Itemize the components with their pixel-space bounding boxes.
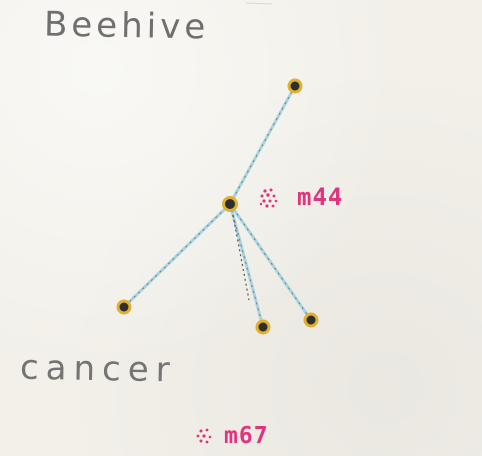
constellation-lines	[122, 84, 313, 329]
line-center-to-bottom-left	[228, 202, 265, 329]
star-left	[116, 299, 132, 315]
star-bottom-left	[255, 319, 271, 335]
star-center	[222, 196, 238, 212]
stars	[116, 78, 319, 335]
m44-cluster-icon	[259, 188, 278, 208]
star-bottom-right	[303, 312, 319, 328]
line-center-to-bottom-right	[228, 202, 313, 322]
m44-label: m44	[297, 183, 344, 211]
star-top	[287, 78, 303, 94]
pencil-smudge	[245, 2, 273, 5]
m67-label: m67	[224, 423, 269, 449]
m67-cluster-icon	[196, 428, 212, 444]
constellation-label: cancer	[19, 347, 178, 391]
page-title: Beehive	[43, 4, 210, 48]
line-center-dotted	[231, 209, 250, 301]
